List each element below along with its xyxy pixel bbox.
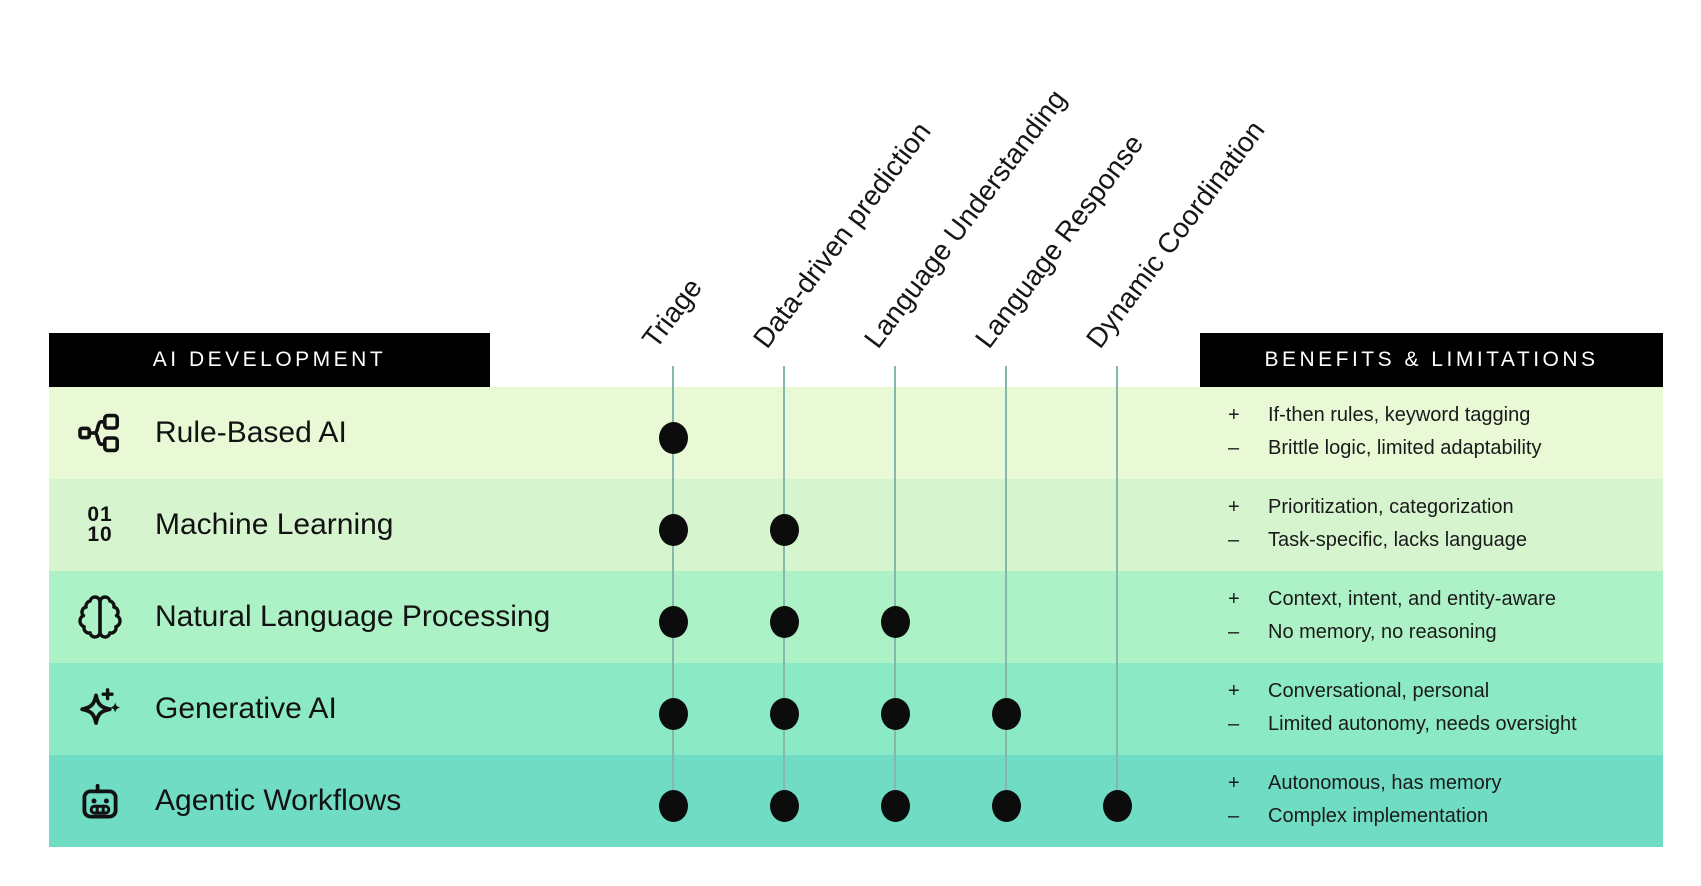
limitation-line: – Limited autonomy, needs oversight	[1228, 708, 1698, 741]
row-natural-language-processing: Natural Language Processing + Context, i…	[49, 571, 1663, 663]
capability-dot	[658, 790, 688, 822]
minus-sign: –	[1228, 437, 1240, 459]
capability-dot	[880, 606, 910, 638]
benefits-cell: + Conversational, personal – Limited aut…	[1228, 675, 1698, 741]
sparkles-icon	[76, 685, 124, 733]
benefit-text: Conversational, personal	[1268, 680, 1490, 702]
limitation-line: – Task-specific, lacks language	[1228, 524, 1698, 557]
binary-line-2: 10	[87, 523, 113, 546]
plus-sign: +	[1228, 772, 1240, 794]
benefit-text: If-then rules, keyword tagging	[1268, 404, 1531, 426]
robot-icon	[76, 777, 124, 825]
left-header-bar: AI DEVELOPMENT	[49, 333, 490, 387]
row-label: Machine Learning	[155, 508, 394, 541]
row-machine-learning: 01 10 Machine Learning + Prioritization,…	[49, 479, 1663, 571]
plus-sign: +	[1228, 680, 1240, 702]
column-label-language-understanding: Language Understanding	[858, 83, 1073, 354]
right-header-bar: BENEFITS & LIMITATIONS	[1200, 333, 1663, 387]
limitation-text: Complex implementation	[1268, 805, 1489, 827]
column-line	[783, 366, 785, 807]
capability-dot	[769, 698, 799, 730]
limitation-text: Limited autonomy, needs oversight	[1268, 713, 1577, 735]
capability-dot	[658, 422, 688, 454]
benefits-cell: + If-then rules, keyword tagging – Britt…	[1228, 399, 1698, 465]
capability-dot	[880, 698, 910, 730]
benefits-cell: + Context, intent, and entity-aware – No…	[1228, 583, 1698, 649]
benefit-line: + Conversational, personal	[1228, 675, 1698, 708]
capability-dot	[991, 790, 1021, 822]
benefit-text: Prioritization, categorization	[1268, 496, 1514, 518]
plus-sign: +	[1228, 496, 1240, 518]
binary-line-1: 01	[87, 503, 113, 527]
capability-dot	[658, 514, 688, 546]
column-line	[672, 366, 674, 807]
row-label: Agentic Workflows	[155, 784, 402, 817]
minus-sign: –	[1228, 529, 1240, 551]
column-line	[1005, 366, 1007, 807]
row-label: Natural Language Processing	[155, 600, 551, 633]
limitation-text: Brittle logic, limited adaptability	[1268, 437, 1542, 459]
row-generative-ai: Generative AI + Conversational, personal…	[49, 663, 1663, 755]
capability-dot	[769, 606, 799, 638]
benefits-cell: + Autonomous, has memory – Complex imple…	[1228, 767, 1698, 833]
benefit-line: + If-then rules, keyword tagging	[1228, 399, 1698, 432]
minus-sign: –	[1228, 805, 1240, 827]
capability-dot	[880, 790, 910, 822]
right-header-title: BENEFITS & LIMITATIONS	[1264, 348, 1599, 371]
row-label: Generative AI	[155, 692, 337, 725]
benefit-text: Autonomous, has memory	[1268, 772, 1502, 794]
benefits-cell: + Prioritization, categorization – Task-…	[1228, 491, 1698, 557]
plus-sign: +	[1228, 404, 1240, 426]
left-header-title: AI DEVELOPMENT	[152, 348, 387, 371]
capability-dot	[769, 514, 799, 546]
column-label-triage: Triage	[636, 272, 708, 354]
plus-sign: +	[1228, 588, 1240, 610]
capability-dot	[769, 790, 799, 822]
capability-dot	[658, 698, 688, 730]
limitation-text: Task-specific, lacks language	[1268, 529, 1528, 551]
limitation-line: – Brittle logic, limited adaptability	[1228, 432, 1698, 465]
row-agentic-workflows: Agentic Workflows + Autonomous, has memo…	[49, 755, 1663, 847]
hierarchy-icon	[76, 409, 124, 457]
brain-icon	[76, 593, 124, 641]
capability-dot	[991, 698, 1021, 730]
benefit-line: + Autonomous, has memory	[1228, 767, 1698, 800]
limitation-line: – Complex implementation	[1228, 800, 1698, 833]
column-line	[1116, 366, 1118, 807]
capability-dot	[1102, 790, 1132, 822]
minus-sign: –	[1228, 713, 1240, 735]
capability-dot	[658, 606, 688, 638]
benefit-line: + Prioritization, categorization	[1228, 491, 1698, 524]
limitation-line: – No memory, no reasoning	[1228, 616, 1698, 649]
benefit-text: Context, intent, and entity-aware	[1268, 588, 1556, 610]
row-rule-based-ai: Rule-Based AI + If-then rules, keyword t…	[49, 387, 1663, 479]
limitation-text: No memory, no reasoning	[1268, 621, 1497, 643]
row-label: Rule-Based AI	[155, 416, 347, 449]
column-line	[894, 366, 896, 807]
benefit-line: + Context, intent, and entity-aware	[1228, 583, 1698, 616]
minus-sign: –	[1228, 621, 1240, 643]
binary-digits-icon: 01 10	[76, 501, 124, 549]
